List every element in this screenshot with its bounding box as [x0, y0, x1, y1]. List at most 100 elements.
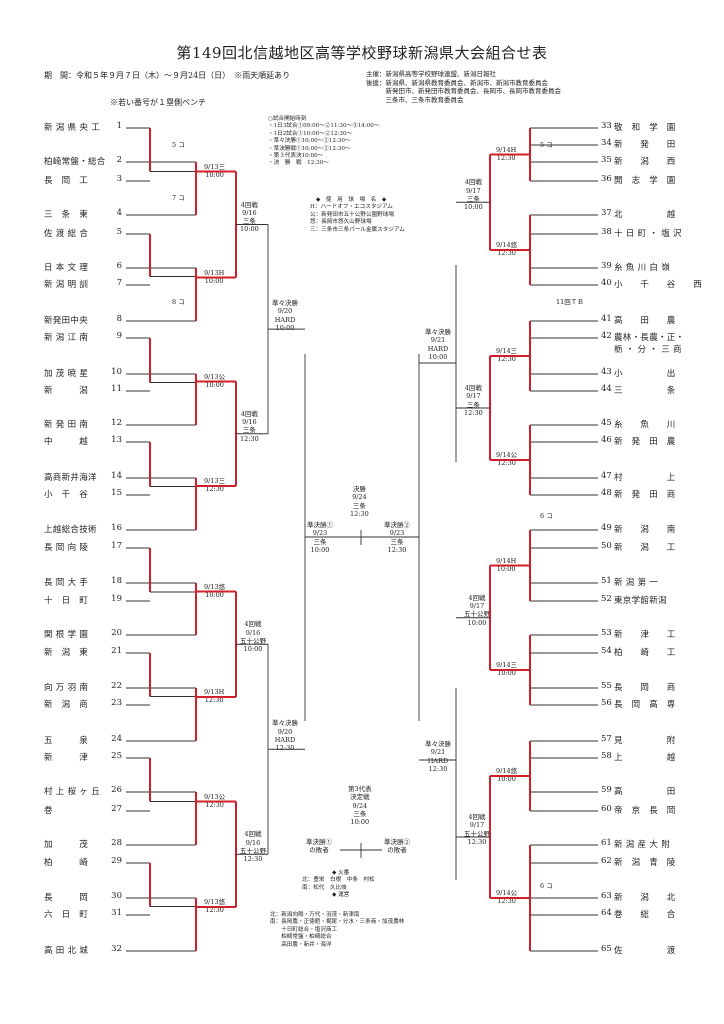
round4-label-right: 4回戦 9/17 三条 12:30	[464, 384, 483, 417]
team-name-right: 上 越	[614, 753, 676, 763]
round-label-right: 9/14悠 10:00	[496, 767, 518, 784]
team-name-left: 新 潟 商	[44, 700, 89, 710]
team-name-right: 小 千 谷 西	[614, 280, 703, 290]
round-label-right: 9/14三 10:00	[496, 661, 518, 678]
qf-label-right: 準々決勝 9/21 HARD 12:30	[425, 740, 451, 773]
team-number-right: 50	[601, 541, 612, 551]
team-name-left: 関 根 学 園	[44, 630, 89, 640]
team-number-left: 27	[111, 804, 122, 814]
team-number-right: 44	[601, 384, 612, 394]
team-number-left: 7	[116, 278, 122, 288]
round4-label-left: 4回戦 9/16 五十公野 12:30	[240, 830, 266, 864]
team-number-left: 25	[111, 751, 122, 761]
team-name-left: 長 岡	[44, 893, 89, 903]
start-time-line: ・準決勝戦①10:00～②12:30～	[268, 145, 351, 152]
team-number-left: 26	[111, 785, 122, 795]
team-number-left: 3	[116, 174, 122, 184]
team-number-left: 30	[111, 891, 122, 901]
venues: ◆ 使 用 球 場 名 ◆ H：ハードオフ・エコスタジアム 公：新発田市五十公野…	[310, 197, 405, 234]
fire-line: ◆ 運営	[332, 892, 350, 899]
game-number: 8 コ	[172, 298, 185, 306]
team-name-right: 佐 渡	[614, 946, 676, 956]
team-name-left: 柏 崎	[44, 858, 89, 868]
team-number-right: 55	[601, 681, 612, 691]
team-name-right: 新 潟 工	[614, 543, 676, 553]
team-number-left: 4	[116, 208, 122, 218]
team-name-left: 新 潟 県 央 工	[44, 123, 101, 133]
team-name-left: 加 茂 暁 星	[44, 369, 89, 379]
team-name-right: 開 志 学 園	[614, 176, 676, 186]
final-label: 決勝 9/24 三条 12:30	[350, 485, 369, 518]
team-number-left: 29	[111, 856, 122, 866]
team-name-left: 巻	[44, 806, 53, 816]
team-number-left: 10	[111, 367, 122, 377]
team-number-left: 12	[111, 418, 122, 428]
team-name-right: 新 潟 南	[614, 525, 676, 535]
team-number-left: 19	[111, 594, 122, 604]
venue-line: H：ハードオフ・エコスタジアム	[310, 204, 393, 211]
team-name-right: 帝 京 長 岡	[614, 806, 676, 816]
game-number: 6 コ	[540, 882, 553, 890]
team-name-left: 三 条 東	[44, 210, 89, 220]
team-name-right: 東京学館新潟	[614, 596, 667, 606]
team-name-right: 巻 総 合	[614, 910, 676, 920]
fire-line: ◆ 火番	[332, 870, 350, 876]
team-number-right: 34	[601, 138, 612, 148]
round4-label-left: 4回戦 9/16 三条 10:00	[240, 200, 259, 234]
sf-label-right: 準決勝② 9/23 三条 12:30	[384, 521, 410, 554]
team-name-left: 長 岡 大 手	[44, 578, 89, 588]
team-number-right: 37	[601, 208, 612, 218]
team-number-right: 58	[601, 751, 612, 761]
team-number-right: 57	[601, 734, 612, 744]
team-number-right: 63	[601, 891, 612, 901]
team-number-right: 64	[601, 908, 612, 918]
loser-right-label: 準決勝② の敗者	[384, 838, 410, 855]
team-number-right: 36	[601, 174, 612, 184]
team-number-left: 8	[116, 314, 122, 324]
team-name-left: 新 潟 東	[44, 648, 89, 658]
round-label-right: 9/14H 10:00	[496, 556, 517, 573]
round-label-left: 9/13悠 12:30	[204, 898, 226, 915]
team-number-left: 18	[111, 576, 122, 586]
team-name-left: 高 田 北 城	[44, 946, 89, 956]
team-number-left: 31	[111, 908, 122, 918]
round-label-right: 9/14悠 12:30	[496, 241, 518, 258]
round-label-left: 9/13H 12:30	[204, 688, 225, 705]
hosts-line: 主催：新潟県高等学校野球連盟、新潟日報社	[366, 70, 496, 78]
team-name-right: 高 田 農	[614, 316, 676, 326]
team-name-left: 新 発 田 南	[44, 420, 89, 430]
team-name-left: 長 岡 向 陵	[44, 543, 89, 553]
mgmt: 北：新潟向陽・万代・羽茂・新津南 南：長岡農・正徳館・梶尾・分水・三条商・加茂農…	[270, 912, 404, 949]
qf-label-left: 準々決勝 9/20 HARD 12:30	[272, 719, 298, 753]
team-number-left: 21	[111, 646, 122, 656]
round4-label-right: 4回戦 9/17 五十公野 10:00	[464, 593, 490, 627]
round-label-right: 9/14公 12:30	[496, 451, 518, 468]
team-name-right: 糸 魚 川	[614, 420, 676, 430]
start-time-line: ・第３代表決10:00～	[268, 153, 324, 160]
team-name-left: 柏崎常盤・総合	[44, 157, 106, 167]
team-name-right: 新 潟 西	[614, 157, 676, 167]
team-number-right: 47	[601, 471, 612, 481]
team-name-right: 新 潟 産 大 附	[614, 840, 671, 850]
team-name-right: 新 津 工	[614, 630, 676, 640]
start-time-line: ・準々決勝①10:00～②12:30～	[268, 138, 351, 145]
team-name-right: 新 発 田	[614, 140, 676, 150]
team-number-left: 28	[111, 838, 122, 848]
team-number-left: 14	[111, 471, 122, 481]
team-name-right: 長 岡 商	[614, 683, 676, 693]
fire-line: 北：豊栄 白根 中条 村松	[302, 877, 375, 884]
team-number-right: 61	[601, 838, 612, 848]
start-time-line: ○試合開始時刻	[268, 116, 307, 122]
game-number: 5 コ	[172, 141, 185, 149]
round4-label-left: 4回戦 9/16 五十公野 10:00	[240, 620, 266, 654]
team-name-left: 新 津	[44, 753, 89, 763]
team-number-left: 6	[116, 261, 122, 271]
team-name-left: 新 潟	[44, 386, 89, 396]
team-name-right: 新 潟 青 陵	[614, 858, 676, 868]
team-name-left: 向 万 羽 南	[44, 683, 89, 693]
period-text: 期 間：令和５年９月７日（木）～９月24日（日） ※雨天順延あり	[44, 71, 291, 80]
team-name-right: 三 条	[614, 386, 676, 396]
team-number-right: 60	[601, 804, 612, 814]
team-number-right: 33	[601, 121, 612, 131]
team-number-left: 13	[111, 435, 122, 445]
